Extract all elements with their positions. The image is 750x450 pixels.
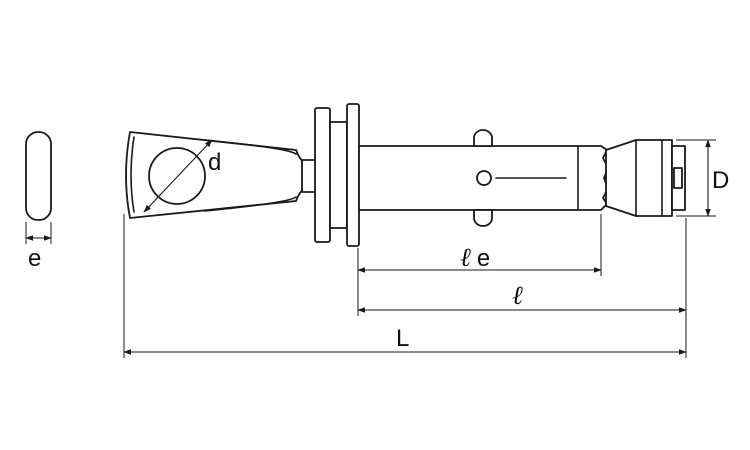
eye-side-view: e: [25, 131, 52, 272]
hole-diameter-dimension-line: [143, 139, 213, 213]
total-length-label: L: [396, 325, 409, 352]
eye-bolt-anchor: d: [125, 103, 686, 247]
anchor-length-label: ℓ: [512, 281, 523, 310]
outer-diameter-label: D: [712, 167, 729, 194]
effective-length-symbol: ℓ: [460, 243, 471, 272]
effective-length-suffix: e: [477, 245, 490, 272]
washer: [329, 121, 348, 229]
eye-side-outline: [25, 131, 52, 221]
nut: [314, 107, 331, 243]
outer-diameter-dimension: D: [676, 139, 729, 217]
thickness-label: e: [28, 245, 41, 272]
flange: [346, 103, 360, 247]
sleeve-slot-hole: [476, 170, 492, 186]
hole-diameter-label: d: [208, 149, 221, 176]
